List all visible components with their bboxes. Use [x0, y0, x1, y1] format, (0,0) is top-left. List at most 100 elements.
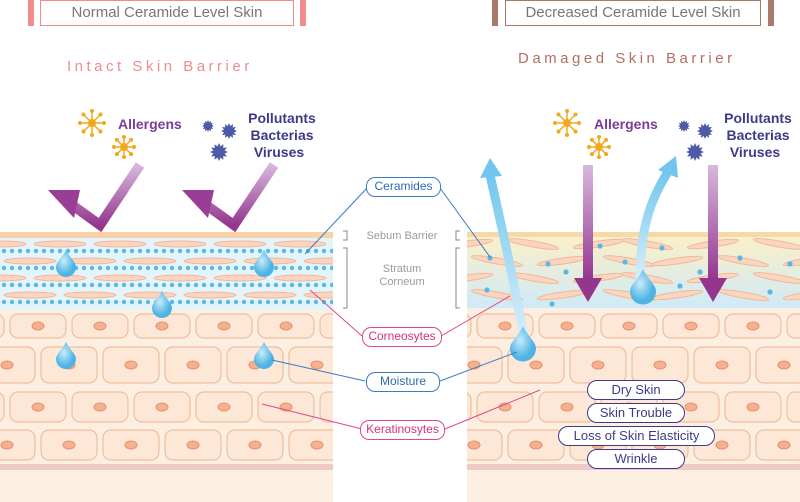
ceramide-dot — [257, 282, 263, 288]
ceramide-dot — [145, 248, 151, 254]
ceramide-dot — [81, 299, 87, 305]
right-allergens-label: Allergens — [594, 116, 658, 132]
ceramide-dot — [169, 282, 175, 288]
dermis-line — [0, 464, 333, 470]
ceramide-dot — [273, 299, 279, 305]
right-title: Decreased Ceramide Level Skin — [505, 0, 761, 26]
ceramide-dot — [9, 248, 15, 254]
corneocyte — [752, 238, 800, 250]
ceramide-dot — [9, 265, 15, 271]
ceramide-dot — [233, 299, 239, 305]
arrow-head — [699, 278, 727, 302]
ceramide-dot — [225, 299, 231, 305]
ceramide-dot — [185, 265, 191, 271]
arrow-head — [480, 158, 502, 178]
virus-body — [221, 123, 237, 139]
corneocyte — [183, 257, 237, 265]
keratinocyte — [0, 314, 5, 338]
ceramide-dot — [97, 265, 103, 271]
ceramide-dot — [217, 282, 223, 288]
ceramide-dot — [241, 265, 247, 271]
ceramide-dot — [41, 299, 47, 305]
symptom-loss-of-elasticity: Loss of Skin Elasticity — [558, 426, 715, 446]
ceramide-dot — [273, 282, 279, 288]
arrow-head — [658, 156, 678, 178]
left-title: Normal Ceramide Level Skin — [40, 0, 294, 26]
cell-nucleus — [62, 440, 76, 450]
ceramide-dot — [137, 248, 143, 254]
title-bar-decoration — [28, 0, 34, 26]
ceramide-dot — [161, 248, 167, 254]
cell-nucleus — [653, 360, 667, 370]
ceramide-dot — [33, 299, 39, 305]
viruses-text: Viruses — [729, 144, 781, 160]
moisture-drop-icon — [152, 291, 172, 318]
corneocyte — [183, 291, 237, 299]
ceramide-dot — [193, 299, 199, 305]
ceramide-dot — [1, 248, 7, 254]
ceramide-dot — [129, 248, 135, 254]
core — [563, 119, 571, 127]
tip — [589, 137, 594, 142]
ceramide-dot — [33, 282, 39, 288]
tip — [90, 109, 94, 113]
cell-nucleus — [124, 440, 138, 450]
tip — [597, 155, 601, 159]
cell-nucleus — [622, 321, 636, 331]
arrow-head — [574, 278, 602, 302]
ceramide-dot — [265, 282, 271, 288]
virus-body — [697, 123, 713, 139]
tip — [604, 137, 609, 142]
ceramide-dot — [137, 265, 143, 271]
arrow-head — [48, 190, 80, 218]
sebum-layer — [467, 232, 800, 237]
ceramide-dot — [787, 261, 793, 267]
cell-nucleus — [498, 321, 512, 331]
virus-body — [686, 143, 704, 161]
ceramide-dot — [249, 265, 255, 271]
ceramide-dot — [193, 282, 199, 288]
ceramide-dot — [25, 265, 31, 271]
tip — [81, 112, 86, 117]
ceramide-dot — [281, 265, 287, 271]
ceramide-dot — [201, 282, 207, 288]
ceramide-dot — [89, 299, 95, 305]
ceramide-dot — [177, 248, 183, 254]
ceramide-dot — [97, 299, 103, 305]
ceramide-dot — [257, 299, 263, 305]
ceramide-dot — [297, 282, 303, 288]
tip — [556, 112, 561, 117]
ceramide-dot — [161, 265, 167, 271]
tip — [573, 112, 578, 117]
ceramide-dot — [137, 299, 143, 305]
cell-nucleus — [591, 360, 605, 370]
ceramide-dot — [81, 265, 87, 271]
ceramide-dot — [225, 248, 231, 254]
tip — [81, 129, 86, 134]
ceramide-dot — [265, 248, 271, 254]
ceramide-dot — [9, 299, 15, 305]
cell-nucleus — [684, 321, 698, 331]
ceramide-dot — [697, 269, 703, 275]
core — [88, 119, 96, 127]
cell-nucleus — [186, 440, 200, 450]
ceramide-dot — [233, 282, 239, 288]
ceramide-dot — [217, 248, 223, 254]
ceramide-dot — [169, 265, 175, 271]
keratinocyte — [0, 392, 5, 422]
corneocyte — [470, 289, 524, 301]
corneocyte — [0, 274, 27, 282]
cell-nucleus — [715, 440, 729, 450]
ceramide-dot — [105, 265, 111, 271]
ceramide-dot — [233, 265, 239, 271]
tip — [573, 129, 578, 134]
core — [120, 143, 128, 151]
cell-nucleus — [467, 440, 481, 450]
ceramide-dot — [113, 248, 119, 254]
ceramide-dot — [305, 282, 311, 288]
ceramides-leader-right — [439, 187, 491, 258]
pollutants-text: Pollutants — [248, 110, 316, 126]
ceramide-dot — [33, 265, 39, 271]
cell-nucleus — [746, 402, 760, 412]
